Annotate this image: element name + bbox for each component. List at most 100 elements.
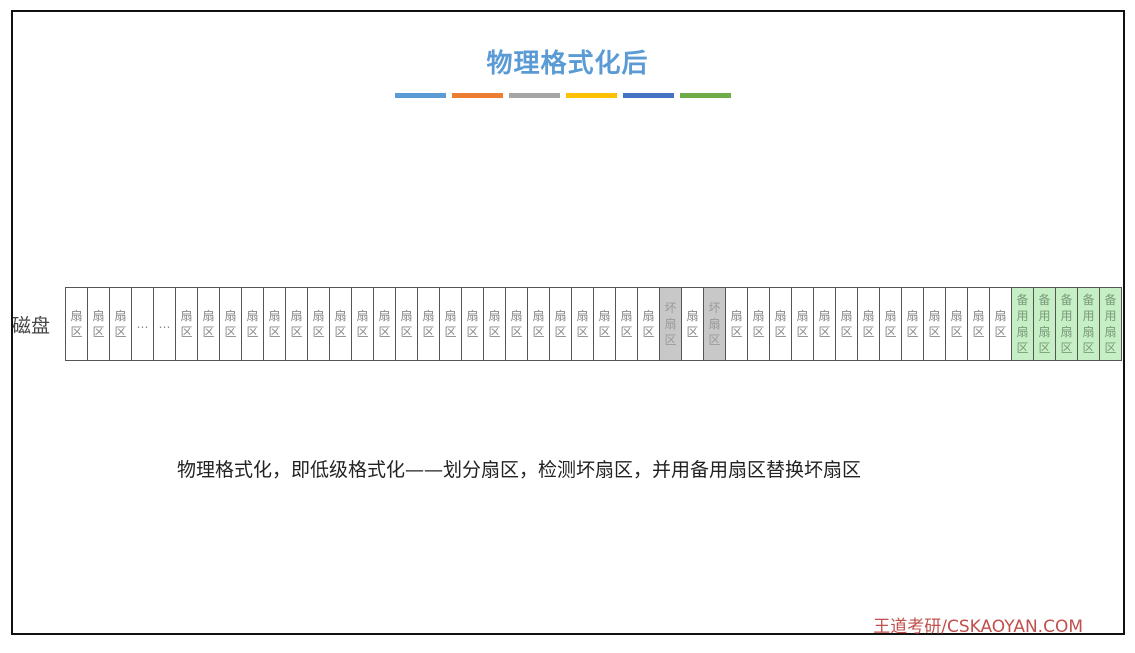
sector-label-char: 区 (290, 325, 303, 339)
sector-label-char: 用 (1082, 309, 1095, 323)
spare-sector: 备用扇区 (1100, 288, 1122, 360)
sector-label-char: 扇 (422, 309, 435, 323)
sector-label-char: 扇 (928, 309, 941, 323)
sector: 扇区 (220, 288, 242, 360)
color-bar (566, 93, 617, 98)
sector-label-char: 区 (400, 325, 413, 339)
sector-label-char: 扇 (268, 309, 281, 323)
sector-label-char: 扇 (730, 309, 743, 323)
color-bar (452, 93, 503, 98)
sector: 扇区 (506, 288, 528, 360)
sector-label-char: 区 (444, 325, 457, 339)
sector-label-char: 区 (356, 325, 369, 339)
sector-label-char: 区 (510, 325, 523, 339)
sector: 扇区 (594, 288, 616, 360)
sector-label-char: 扇 (972, 309, 985, 323)
sector-label-char: 区 (114, 325, 127, 339)
sector-label-char: 扇 (224, 309, 237, 323)
sector-label-char: 区 (1060, 341, 1073, 355)
sector-label-char: 扇 (444, 309, 457, 323)
sector: 扇区 (110, 288, 132, 360)
sector: 扇区 (990, 288, 1012, 360)
color-bar (509, 93, 560, 98)
sector-label-char: 扇 (466, 309, 479, 323)
sector-label-char: 扇 (290, 309, 303, 323)
sector-label-char: 区 (180, 325, 193, 339)
sector-label-char: 备 (1082, 293, 1095, 307)
bad-sector: 坏扇区 (704, 288, 726, 360)
sector: 扇区 (528, 288, 550, 360)
sector-label-char: 区 (840, 325, 853, 339)
sector-label-char: 扇 (114, 309, 127, 323)
sector-label-char: 扇 (796, 309, 809, 323)
sector-label-char: 扇 (774, 309, 787, 323)
sector-label-char: 扇 (70, 309, 83, 323)
sector-label-char: 区 (620, 325, 633, 339)
sector-label-char: 扇 (664, 317, 677, 331)
sector-label-char: 区 (994, 325, 1007, 339)
sector-label-char: 区 (598, 325, 611, 339)
sector-label-char: 区 (796, 325, 809, 339)
sector-label-char: 区 (466, 325, 479, 339)
sector: 扇区 (880, 288, 902, 360)
sector-label-char: 备 (1038, 293, 1051, 307)
sector-label-char: 区 (686, 325, 699, 339)
bad-sector: 坏扇区 (660, 288, 682, 360)
sector-label-char: 扇 (1016, 325, 1029, 339)
sector-label-char: 区 (1016, 341, 1029, 355)
color-bar (680, 93, 731, 98)
brand-watermark: 王道考研/CSKAOYAN.COM (873, 617, 1083, 637)
sector-label-char: 扇 (246, 309, 259, 323)
spare-sector: 备用扇区 (1078, 288, 1100, 360)
sector-label-char: 扇 (620, 309, 633, 323)
sector-label-char: 备 (1060, 293, 1073, 307)
sector-label-char: 区 (554, 325, 567, 339)
sector: 扇区 (792, 288, 814, 360)
sector-label-char: 扇 (994, 309, 1007, 323)
sector-label-char: 区 (312, 325, 325, 339)
sector: 扇区 (198, 288, 220, 360)
sector-label-char: 区 (906, 325, 919, 339)
sector-label-char: 区 (224, 325, 237, 339)
sector-label-char: 用 (1016, 309, 1029, 323)
sector-label-char: 扇 (510, 309, 523, 323)
sector: 扇区 (88, 288, 110, 360)
sector: 扇区 (550, 288, 572, 360)
slide-title: 物理格式化后 (486, 49, 649, 79)
color-bar (395, 93, 446, 98)
sector-label-char: 扇 (92, 309, 105, 323)
sector-label-char: 区 (378, 325, 391, 339)
sector: 扇区 (682, 288, 704, 360)
sector-label-char: 区 (334, 325, 347, 339)
sector-label-char: 区 (70, 325, 83, 339)
sector-label-char: 扇 (1082, 325, 1095, 339)
sector-label-char: 用 (1060, 309, 1073, 323)
sector: 扇区 (726, 288, 748, 360)
sector: 扇区 (66, 288, 88, 360)
sector: 扇区 (924, 288, 946, 360)
sector: 扇区 (902, 288, 924, 360)
sector-label-char: 坏 (664, 301, 677, 315)
sector-label-char: 区 (818, 325, 831, 339)
sector-label-char: 区 (928, 325, 941, 339)
sector-label-char: 区 (202, 325, 215, 339)
sector-label-char: 区 (422, 325, 435, 339)
spare-sector: 备用扇区 (1012, 288, 1034, 360)
sector-label-char: 用 (1038, 309, 1051, 323)
sector-label-char: 扇 (400, 309, 413, 323)
sector-label-char: 区 (862, 325, 875, 339)
sector: 扇区 (638, 288, 660, 360)
sector: 扇区 (814, 288, 836, 360)
sector-label-char: 区 (92, 325, 105, 339)
sector-label-char: 区 (664, 333, 677, 347)
sector-label-char: 扇 (1104, 325, 1117, 339)
sector-label-char: 备 (1016, 293, 1029, 307)
sector-label-char: 扇 (862, 309, 875, 323)
sector: 扇区 (440, 288, 462, 360)
sector-label-char: 坏 (708, 301, 721, 315)
sector-label-char: 扇 (884, 309, 897, 323)
sector: 扇区 (176, 288, 198, 360)
sector-label-char: 扇 (532, 309, 545, 323)
sector: 扇区 (352, 288, 374, 360)
sector-label-char: 用 (1104, 309, 1117, 323)
